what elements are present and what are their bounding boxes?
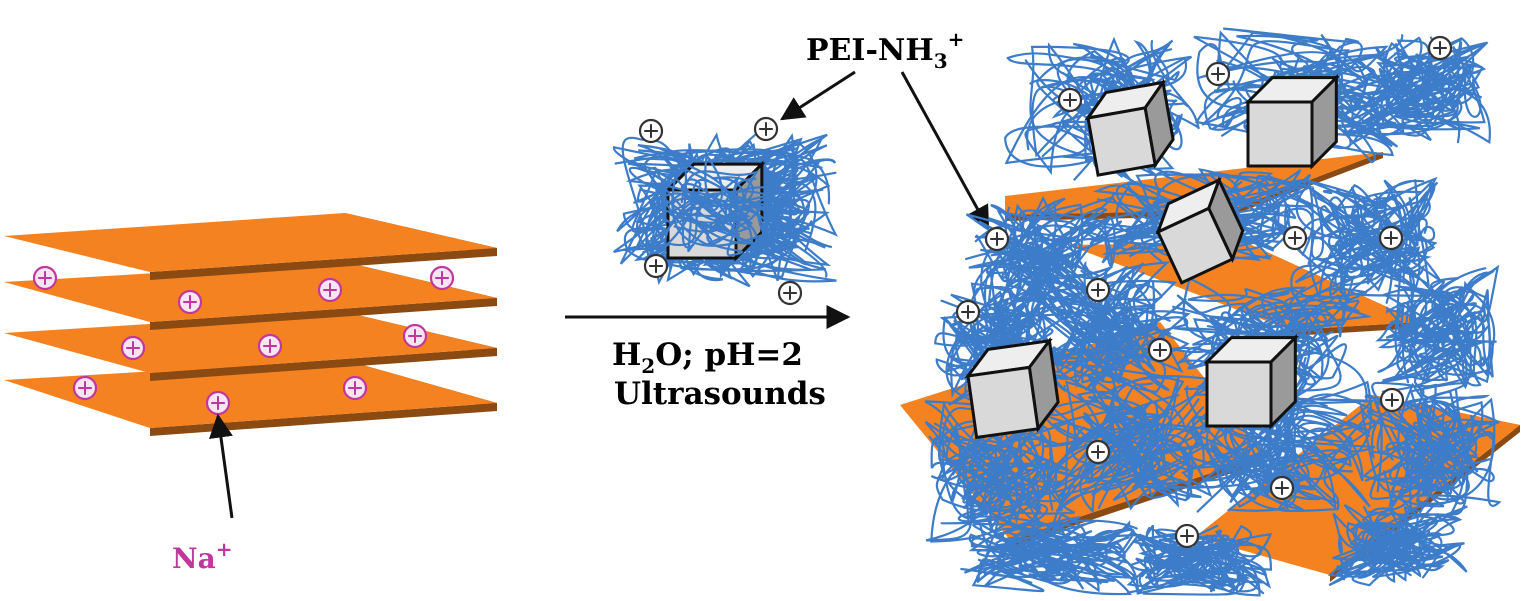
right-polymer-coil-icon-14: [1359, 381, 1502, 516]
clay-layer-4-face: [4, 360, 497, 428]
polymer-label: PEI-NH3+: [806, 27, 964, 73]
sodium-ions: [32, 265, 455, 416]
sodium-ion-icon-3: [317, 277, 343, 303]
right-polymer-coil-icon-10: [1375, 264, 1500, 393]
right-polymer-coil-icon-17: [1327, 503, 1468, 587]
right-polymer-coil-icon-4: [965, 195, 1116, 325]
right-charge-icon-13: [1174, 523, 1200, 549]
middle-charge-icon-1: [638, 118, 664, 144]
conditions-line-2: Ultrasounds: [614, 376, 826, 412]
sodium-ion-icon-8: [72, 375, 98, 401]
sodium-ion-icon-4: [429, 265, 455, 291]
middle-charge-icon-4: [777, 280, 803, 306]
right-charge-icon-11: [1085, 439, 1111, 465]
middle-charge-icon-3: [643, 253, 669, 279]
right-charge-icon-3: [1057, 87, 1083, 113]
clay-layer-3-edge: [150, 348, 497, 381]
sodium-ion-icon-7: [402, 323, 428, 349]
right-polymer-coil-icon-16: [1126, 524, 1273, 597]
pei-coated-nanoparticle: [612, 116, 838, 306]
conditions-h: H: [612, 337, 641, 373]
sodium-ion-icon-6: [257, 333, 283, 359]
right-cube-icon-4: [964, 336, 1060, 440]
right-charge-icon-12: [1269, 475, 1295, 501]
clay-layer-4-edge: [150, 403, 497, 436]
right-charge-icon-4: [984, 226, 1010, 252]
right-charge-icon-2: [1205, 61, 1231, 87]
sodium-label: Na+: [172, 537, 233, 575]
right-polymer-coil-icon-15: [960, 513, 1142, 596]
sodium-ion-icon-9: [205, 390, 231, 416]
sodium-label-base: Na: [172, 542, 216, 575]
conditions-sub-2: 2: [641, 354, 655, 378]
right-charge-icon-5: [1282, 225, 1308, 251]
nanoparticle-cubes: [964, 74, 1340, 440]
conditions-rest: O; pH=2: [655, 337, 803, 373]
conditions-line-1: H2O; pH=2: [612, 337, 803, 378]
right-charge-icon-6: [1378, 225, 1404, 251]
clay-layer-2: [4, 262, 497, 330]
right-charge-icon-7: [1085, 277, 1111, 303]
right-charge-icon-10: [1379, 387, 1405, 413]
sodium-pointer-arrow: [209, 413, 234, 519]
sodium-label-sup: +: [216, 537, 233, 561]
right-cube-icon-3: [1155, 176, 1245, 285]
sodium-ion-icon-10: [342, 375, 368, 401]
right-cube-icon-2: [1244, 74, 1340, 170]
right-charge-icon-8: [955, 299, 981, 325]
right-cube-icon-5: [1203, 334, 1299, 430]
clay-layer-1-edge: [150, 248, 497, 280]
polymer-network: [924, 27, 1502, 597]
polymer-pointer-arrow-right: [900, 71, 990, 231]
middle-charge-icon-2: [753, 116, 779, 142]
right-cube-icon-1: [1084, 78, 1175, 177]
polymer-label-sub: 3: [934, 49, 948, 73]
polymer-pointer-arrow-left: [779, 70, 856, 121]
sodium-ion-icon-2: [177, 289, 203, 315]
polymer-label-base: PEI-NH: [806, 33, 934, 68]
clay-layer-1-face: [4, 213, 497, 272]
clay-layer-1: [4, 213, 497, 280]
polymer-label-sup: +: [948, 27, 965, 51]
polymer-charges: [955, 35, 1453, 549]
sodium-ion-icon-5: [120, 335, 146, 361]
clay-layer-2-face: [4, 262, 497, 322]
middle-polymer-overlay-icon: [649, 154, 792, 257]
clay-layer-2-edge: [150, 298, 497, 330]
right-charge-icon-1: [1427, 35, 1453, 61]
clay-layer-4: [4, 360, 497, 436]
layered-clay-stack: [4, 213, 497, 436]
right-polymer-coil-icon-3: [1344, 36, 1491, 146]
sodium-ion-icon-1: [32, 265, 58, 291]
right-charge-icon-9: [1147, 337, 1173, 363]
